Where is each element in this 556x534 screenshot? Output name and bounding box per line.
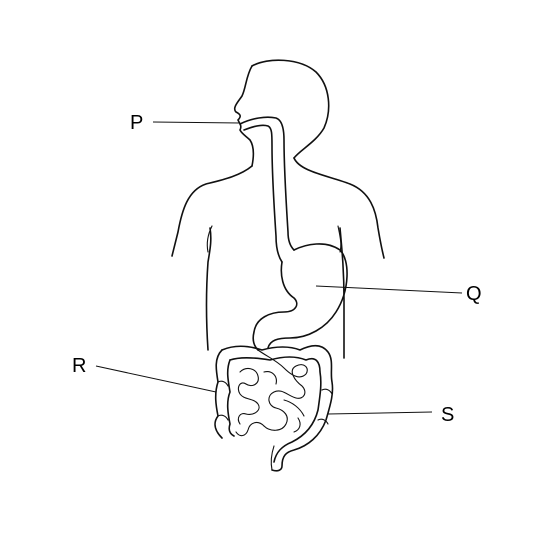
face-profile: [233, 65, 255, 167]
right-shoulder-arm: [293, 157, 385, 259]
left-arm-inner: [206, 225, 213, 253]
esophagus: [239, 116, 295, 263]
left-shoulder-arm: [171, 165, 253, 257]
label-q: Q: [466, 283, 482, 305]
leader-line-r: [95, 365, 217, 393]
stomach: [252, 243, 348, 351]
label-s: S: [441, 404, 455, 426]
large-intestine: [214, 344, 334, 472]
label-p: P: [130, 112, 144, 134]
right-torso-side: [339, 227, 345, 359]
leader-line-s: [327, 411, 433, 415]
head-outline: [251, 59, 330, 159]
leader-line-p: [152, 121, 241, 124]
body-outline: [171, 59, 385, 359]
left-torso-side: [205, 227, 212, 351]
leader-line-q: [315, 285, 463, 294]
label-r: R: [72, 355, 87, 377]
small-intestine: [235, 349, 308, 437]
